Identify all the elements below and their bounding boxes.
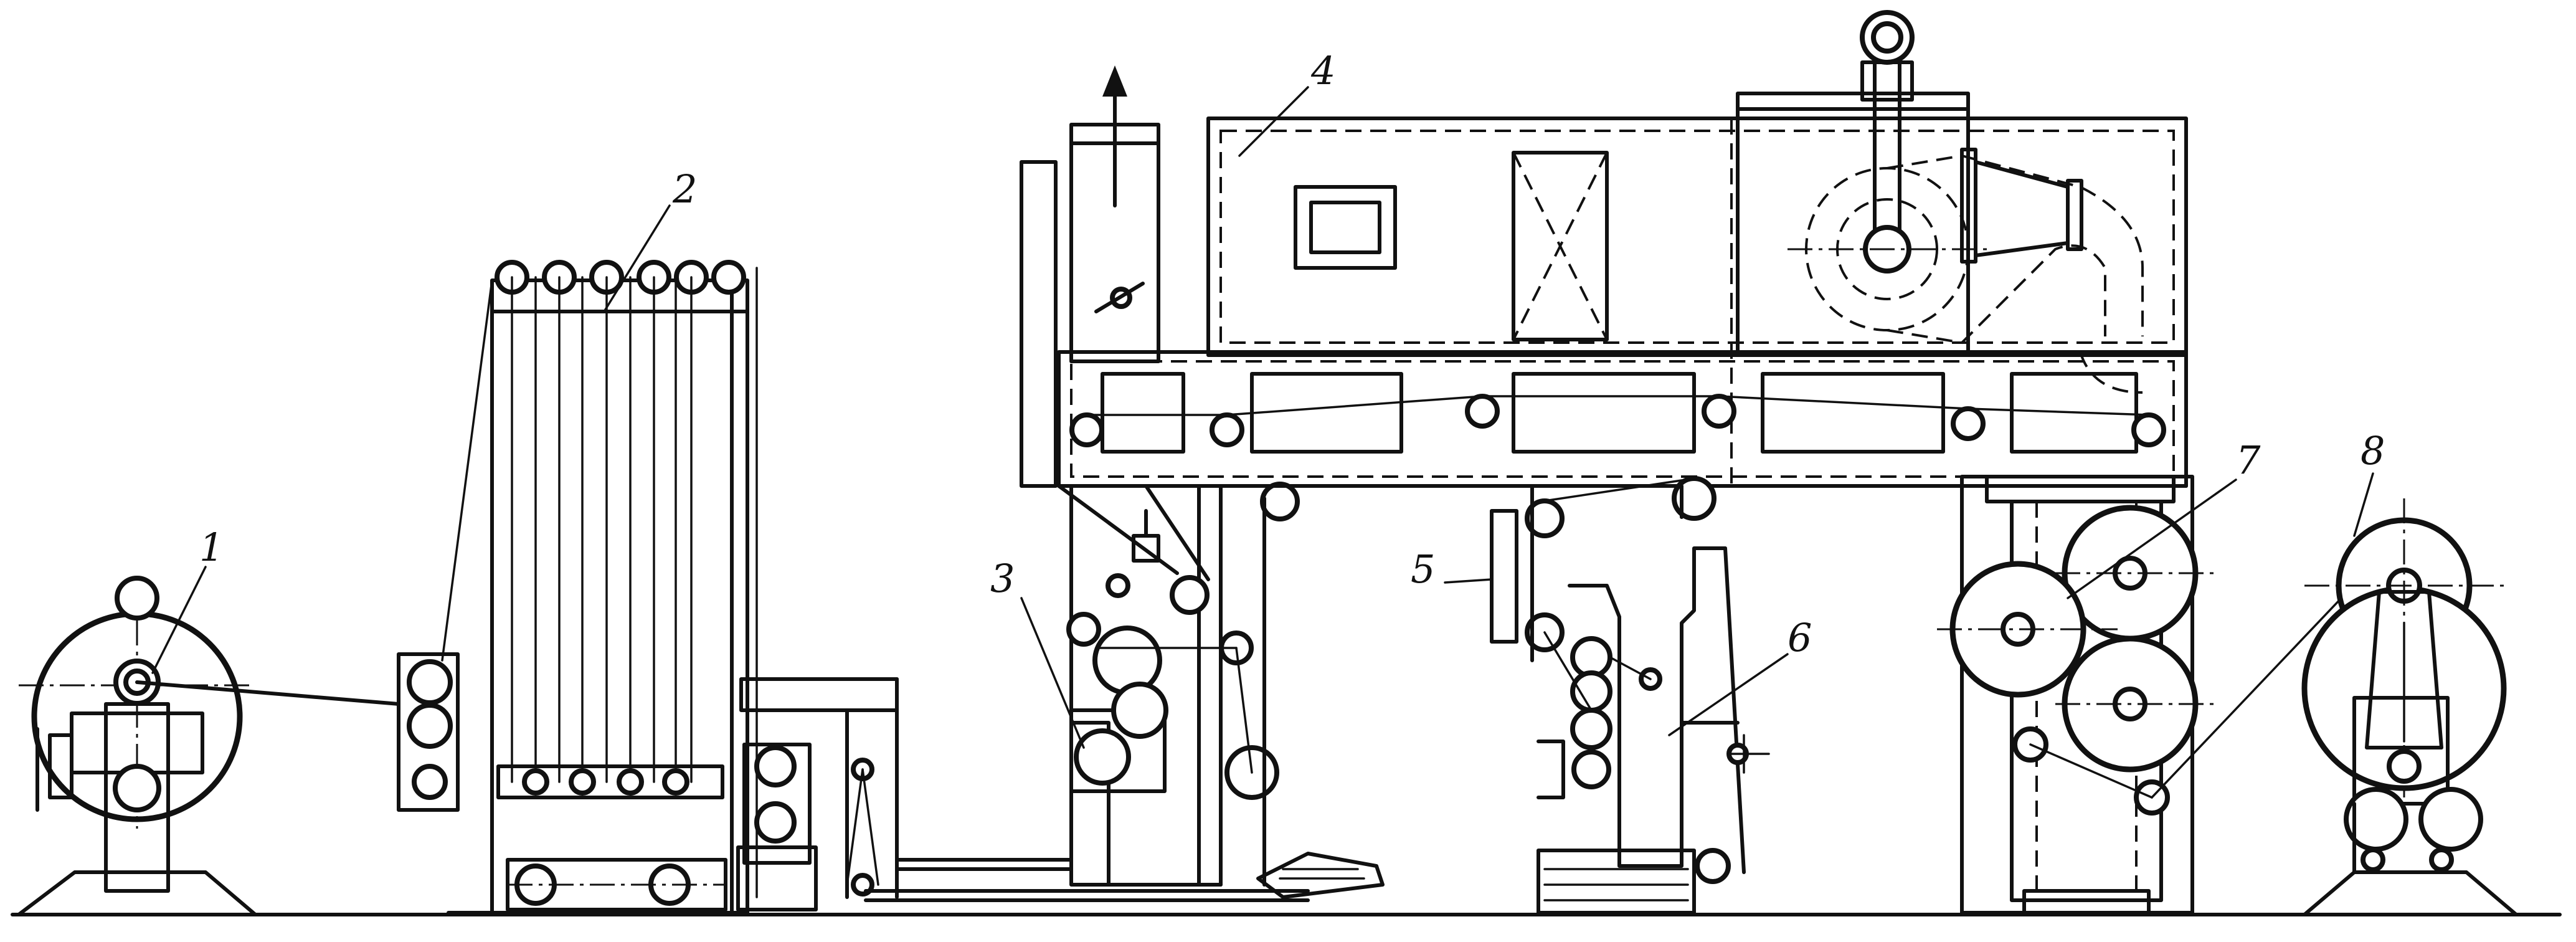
pull-roll-unit: [736, 677, 1310, 911]
callout-2: 2: [672, 166, 697, 212]
laminating-station: [1490, 476, 1770, 915]
drying-oven: [1057, 10, 2188, 488]
callout-8: 8: [2361, 428, 2385, 473]
callout-5: 5: [1411, 546, 1435, 592]
callout-6: 6: [1788, 615, 1812, 660]
coating-station: [1020, 160, 1385, 899]
callout-1: 1: [199, 525, 224, 570]
rewind-stand: [2301, 498, 2518, 916]
calender-rolls: [1937, 475, 2393, 915]
callout-labels: 1 2 3 4 5 6 7 8: [199, 48, 2385, 660]
leader-lines: [151, 86, 2374, 749]
callout-4: 4: [1310, 48, 1335, 93]
callout-3: 3: [990, 556, 1015, 601]
callout-7: 7: [2236, 437, 2261, 483]
festoon-accumulator: [397, 260, 758, 915]
unwind-stand: [17, 576, 400, 916]
